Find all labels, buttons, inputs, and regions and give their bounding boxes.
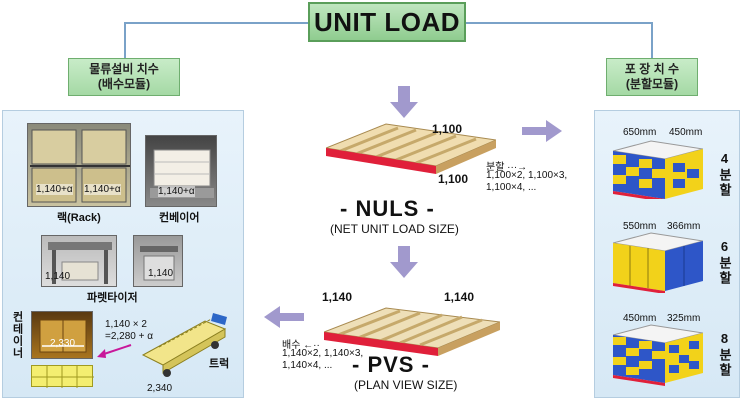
rack-photo: 1,140+α 1,140+α — [27, 123, 131, 207]
right-header-line1: 포 장 치 수 — [624, 62, 680, 76]
conveyor-dim: 1,140+α — [158, 186, 195, 197]
calc-arrow-icon — [97, 344, 132, 358]
pvs-dim-left: 1,140 — [322, 290, 353, 304]
container-illustration — [39, 319, 87, 353]
palletizer-dim-2: 1,140 — [148, 268, 174, 279]
multiple-line-2: 1,140×4, ... — [282, 360, 333, 371]
rack-dim-1: 1,140+α — [36, 184, 73, 195]
multiple-title: 배수 ←·· — [282, 340, 320, 351]
connector-top-right — [466, 22, 652, 24]
pack-1-dim-a: 650mm — [623, 127, 657, 138]
pack-1-split: 4분할 — [717, 151, 732, 198]
pack-2-dim-b: 366mm — [667, 221, 701, 232]
nuls-pallet-icon — [326, 123, 496, 174]
right-arrow-icon — [522, 120, 562, 142]
equipment-panel: 1,140+α 1,140+α 랙(Rack) 1,140+α 컨베이어 1,1… — [2, 110, 244, 398]
conveyor-label: 컨베이어 — [159, 212, 200, 224]
nuls-dim-bottom: 1,100 — [438, 172, 469, 186]
pvs-title: - PVS - — [352, 352, 430, 377]
truck-illustration — [135, 309, 231, 379]
truck-dim: 2,340 — [147, 383, 173, 394]
container-dim: 2,330 — [50, 338, 76, 349]
connector-right-down — [651, 22, 653, 58]
pack-1-dim-b: 450mm — [669, 127, 703, 138]
pack-2-dim-a: 550mm — [623, 221, 657, 232]
palletizer-illustration-2 — [140, 246, 178, 281]
nuls-subtitle: (NET UNIT LOAD SIZE) — [330, 222, 459, 236]
container-floor-plan — [31, 365, 94, 388]
connector-top-left — [125, 22, 308, 24]
pack-3-dim-a: 450mm — [623, 313, 657, 324]
nuls-dim-top: 1,100 — [432, 122, 463, 136]
pack-1-box-icon — [613, 140, 703, 199]
split-line-1: 1,100×2, 1,100×3, — [486, 170, 568, 181]
pack-2-box-icon — [613, 232, 703, 293]
palletizer-photo-1 — [41, 235, 117, 287]
rack-dim-2: 1,140+α — [84, 184, 121, 195]
pvs-dim-right: 1,140 — [444, 290, 475, 304]
palletizer-dim-1: 1,140 — [45, 271, 71, 282]
packaging-panel: 650mm 450mm 4분할 550mm 366mm 6분할 450mm 32… — [594, 110, 740, 398]
calc-line-2: =2,280 + α — [105, 331, 154, 342]
pack-2-split: 6분할 — [717, 239, 732, 286]
left-header-line2: (배수모듈) — [97, 77, 151, 91]
right-header-line2: (분할모듈) — [625, 77, 679, 91]
pvs-subtitle: (PLAN VIEW SIZE) — [354, 378, 458, 392]
rack-label: 랙(Rack) — [57, 212, 101, 224]
left-header-line1: 물류설비 치수 — [89, 62, 159, 76]
truck-label: 트럭 — [209, 358, 230, 370]
left-header: 물류설비 치수 (배수모듈) — [68, 58, 180, 96]
container-label: 컨테이너 — [11, 311, 23, 359]
truck-icon — [141, 313, 227, 377]
split-title: 분할 ···→ — [486, 162, 528, 173]
connector-left-down — [124, 22, 126, 58]
calc-line-1: 1,140 × 2 — [105, 319, 147, 330]
conveyor-photo: 1,140+α — [145, 135, 217, 207]
split-line-2: 1,100×4, ... — [486, 182, 537, 193]
palletizer-photo-2: 1,140 — [133, 235, 183, 287]
pack-3-split: 8분할 — [717, 331, 732, 378]
multiple-line-1: 1,140×2, 1,140×3, — [282, 348, 364, 359]
down-arrow-2-icon — [390, 246, 418, 278]
palletizer-illustration-1 — [48, 242, 112, 284]
title-box: UNIT LOAD — [308, 2, 466, 42]
pvs-pallet-icon — [324, 307, 500, 356]
page-title: UNIT LOAD — [313, 6, 461, 37]
pack-3-dim-b: 325mm — [667, 313, 701, 324]
container-photo: 2,330 — [31, 311, 93, 359]
right-header: 포 장 치 수 (분할모듈) — [606, 58, 698, 96]
nuls-title: - NULS - — [340, 196, 435, 221]
pack-3-box-icon — [613, 324, 703, 386]
down-arrow-icon — [390, 86, 418, 118]
left-arrow-icon — [264, 306, 304, 328]
palletizer-label: 파렛타이저 — [87, 292, 138, 304]
